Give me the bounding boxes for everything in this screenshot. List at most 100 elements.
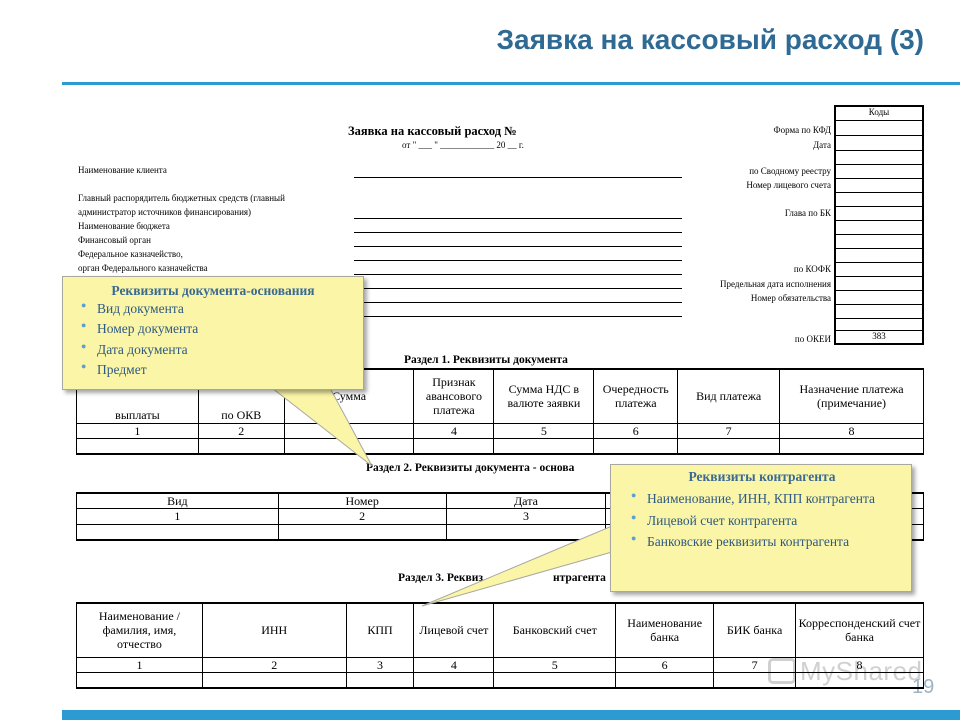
s1-empty-cell [197, 437, 285, 456]
s1-empty-cell [76, 437, 199, 456]
callout2-pointer [421, 525, 613, 607]
s2-num-1: 1 [76, 508, 279, 525]
s3-empty-cell [413, 671, 495, 690]
s3-empty-cell [795, 671, 924, 690]
field-line-budget [354, 232, 682, 233]
codes-header: Коды [836, 107, 922, 121]
field-line-client [354, 177, 682, 178]
codes-cell-predelnaya [836, 277, 922, 291]
codes-column: Коды 383 [834, 105, 924, 345]
field-line-fin-organ [354, 246, 682, 247]
s1-header-naznachenie: Назначение платежа (примечание) [779, 368, 924, 424]
section3-title-head: Раздел 3. Реквиз [398, 572, 483, 584]
label-fin-organ: Финансовый орган [78, 235, 151, 245]
label-client: Наименование клиента [78, 165, 167, 175]
s3-header-inn: ИНН [201, 602, 347, 658]
section3-table: Наименование / фамилия, имя, отчество ИН… [76, 602, 924, 690]
label-budget: Наименование бюджета [78, 221, 170, 231]
s3-num-5: 5 [493, 656, 617, 673]
label-nomer-obyazatelstva: Номер обязательства [750, 293, 831, 303]
s3-num-1: 1 [76, 656, 203, 673]
s1-empty-cell [593, 437, 679, 456]
label-predelnaya-data: Предельная дата исполнения [720, 279, 831, 289]
form-date-line: от " ___ " ____________ 20 __ г. [402, 140, 524, 150]
label-licevoy-schet: Номер лицевого счета [746, 180, 831, 190]
label-date: Дата [813, 140, 831, 150]
s2-num-2: 2 [277, 508, 447, 525]
s1-empty-cell [779, 437, 924, 456]
s3-header-bank-name: Наименование банка [615, 602, 715, 658]
callout1-item: Дата документа [75, 340, 351, 360]
label-glava-bk: Глава по БК [784, 208, 831, 218]
s3-header-korr: Корреспонденский счет банка [795, 602, 924, 658]
s1-num-8: 8 [779, 422, 924, 439]
codes-cell-empty-1 [836, 151, 922, 165]
label-svodny-reestr: по Сводному реестру [749, 166, 831, 176]
label-form-kfd: Форма по КФД [773, 125, 832, 135]
callout2-title: Реквизиты контрагента [688, 469, 836, 484]
s3-num-8: 8 [795, 656, 924, 673]
section1-title: Раздел 1. Реквизиты документа [404, 354, 568, 366]
field-line-extra-1 [354, 288, 682, 289]
section2-title: Раздел 2. Реквизиты документа - основа [366, 462, 575, 474]
title-rule [62, 82, 960, 85]
bottom-bar [62, 710, 960, 720]
s1-num-4: 4 [413, 422, 495, 439]
field-line-fk-2 [354, 274, 682, 275]
label-fk-2: орган Федерального казначейства [78, 263, 208, 273]
s3-empty-cell [76, 671, 203, 690]
s3-header-bank-schet: Банковский счет [493, 602, 617, 658]
codes-cell-empty-5 [836, 249, 922, 263]
callout2-item: Банковские реквизиты контрагента [625, 532, 899, 552]
codes-cell-okei: 383 [872, 331, 886, 341]
label-okei: по ОКЕИ [794, 334, 831, 344]
codes-cell-glava [836, 207, 922, 221]
callout1-title: Реквизиты документа-основания [111, 283, 315, 298]
callout1-pointer [270, 387, 373, 467]
form-heading: Заявка на кассовый расход № [348, 124, 517, 138]
s1-num-6: 6 [593, 422, 679, 439]
codes-cell-empty-6 [836, 305, 922, 319]
codes-cell-empty-3 [836, 221, 922, 235]
s3-num-2: 2 [201, 656, 347, 673]
callout1-item: Номер документа [75, 319, 351, 339]
s3-empty-cell [615, 671, 715, 690]
callout-counterparty: Реквизиты контрагента Наименование, ИНН,… [610, 464, 912, 592]
s3-num-6: 6 [615, 656, 715, 673]
field-line-grbs [354, 218, 682, 219]
label-fk-1: Федеральное казначейство, [78, 249, 183, 259]
s3-header-naimenovanie: Наименование / фамилия, имя, отчество [76, 602, 203, 658]
s1-num-1: 1 [76, 422, 199, 439]
label-kofk: по КОФК [793, 264, 831, 274]
s1-header-avans: Признак авансового платежа [413, 368, 495, 424]
label-grbs-2: администратор источников финансирования) [78, 207, 252, 217]
field-line-extra-2 [354, 302, 682, 303]
codes-cell-empty-7 [836, 319, 922, 331]
s3-num-7: 7 [713, 656, 796, 673]
codes-cell-empty-4 [836, 235, 922, 249]
field-line-extra-3 [354, 316, 682, 317]
callout-document-basis: Реквизиты документа-основания Вид докуме… [62, 276, 364, 390]
callout2-item: Лицевой счет контрагента [625, 511, 899, 531]
callout1-item: Предмет [75, 360, 351, 380]
s2-num-3: 3 [445, 508, 607, 525]
slide-title: Заявка на кассовый расход (3) [496, 24, 924, 55]
s1-num-2: 2 [197, 422, 285, 439]
codes-cell-kfd [836, 121, 922, 136]
label-grbs-1: Главный распорядитель бюджетных средств … [78, 193, 285, 203]
codes-cell-date [836, 136, 922, 151]
codes-cell-empty-2 [836, 193, 922, 207]
callout2-list: Наименование, ИНН, КПП контрагента Лицев… [625, 489, 899, 552]
field-line-fk-1 [354, 260, 682, 261]
s3-num-4: 4 [413, 656, 495, 673]
callout2-item: Наименование, ИНН, КПП контрагента [625, 489, 899, 509]
codes-cell-obyazatelstvo [836, 291, 922, 305]
codes-cell-licevoy [836, 179, 922, 193]
s1-header-nds: Сумма НДС в валюте заявки [493, 368, 595, 424]
s1-num-7: 7 [677, 422, 781, 439]
callout1-item: Вид документа [75, 299, 351, 319]
codes-cell-kofk [836, 263, 922, 277]
s1-empty-cell [413, 437, 495, 456]
codes-cell-reestr [836, 165, 922, 179]
